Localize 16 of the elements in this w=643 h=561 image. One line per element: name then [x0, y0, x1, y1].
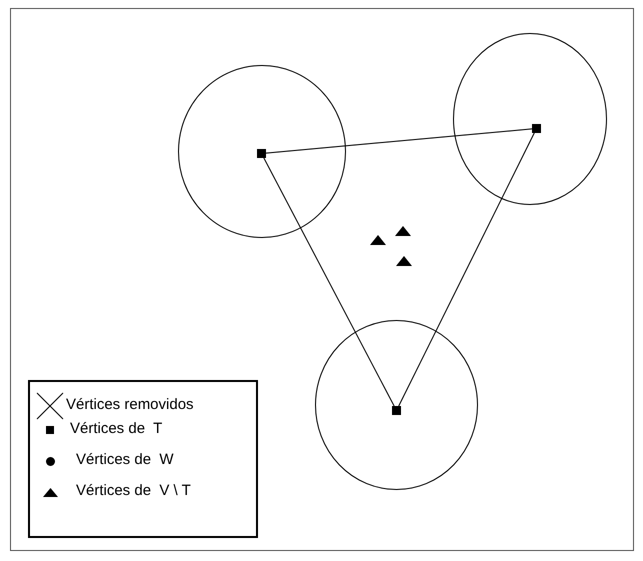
- vertex-square: [532, 124, 541, 133]
- legend-label: Vértices removidos: [66, 396, 194, 413]
- vertex-square: [257, 149, 266, 158]
- vertex-triangle: [395, 226, 411, 236]
- legend-label: Vértices de V \ T: [76, 482, 191, 499]
- edge-line: [266, 128, 532, 154]
- legend-label: Vértices de W: [76, 451, 174, 468]
- vertex-triangle: [396, 256, 412, 266]
- edge-line: [263, 158, 395, 406]
- vertex-square: [392, 406, 401, 415]
- range-circle: [178, 65, 346, 238]
- vertex-triangle: [370, 235, 386, 245]
- legend-label: Vértices de T: [70, 420, 162, 437]
- edge-line: [398, 132, 535, 406]
- range-circle: [315, 320, 478, 490]
- range-circle: [453, 33, 607, 205]
